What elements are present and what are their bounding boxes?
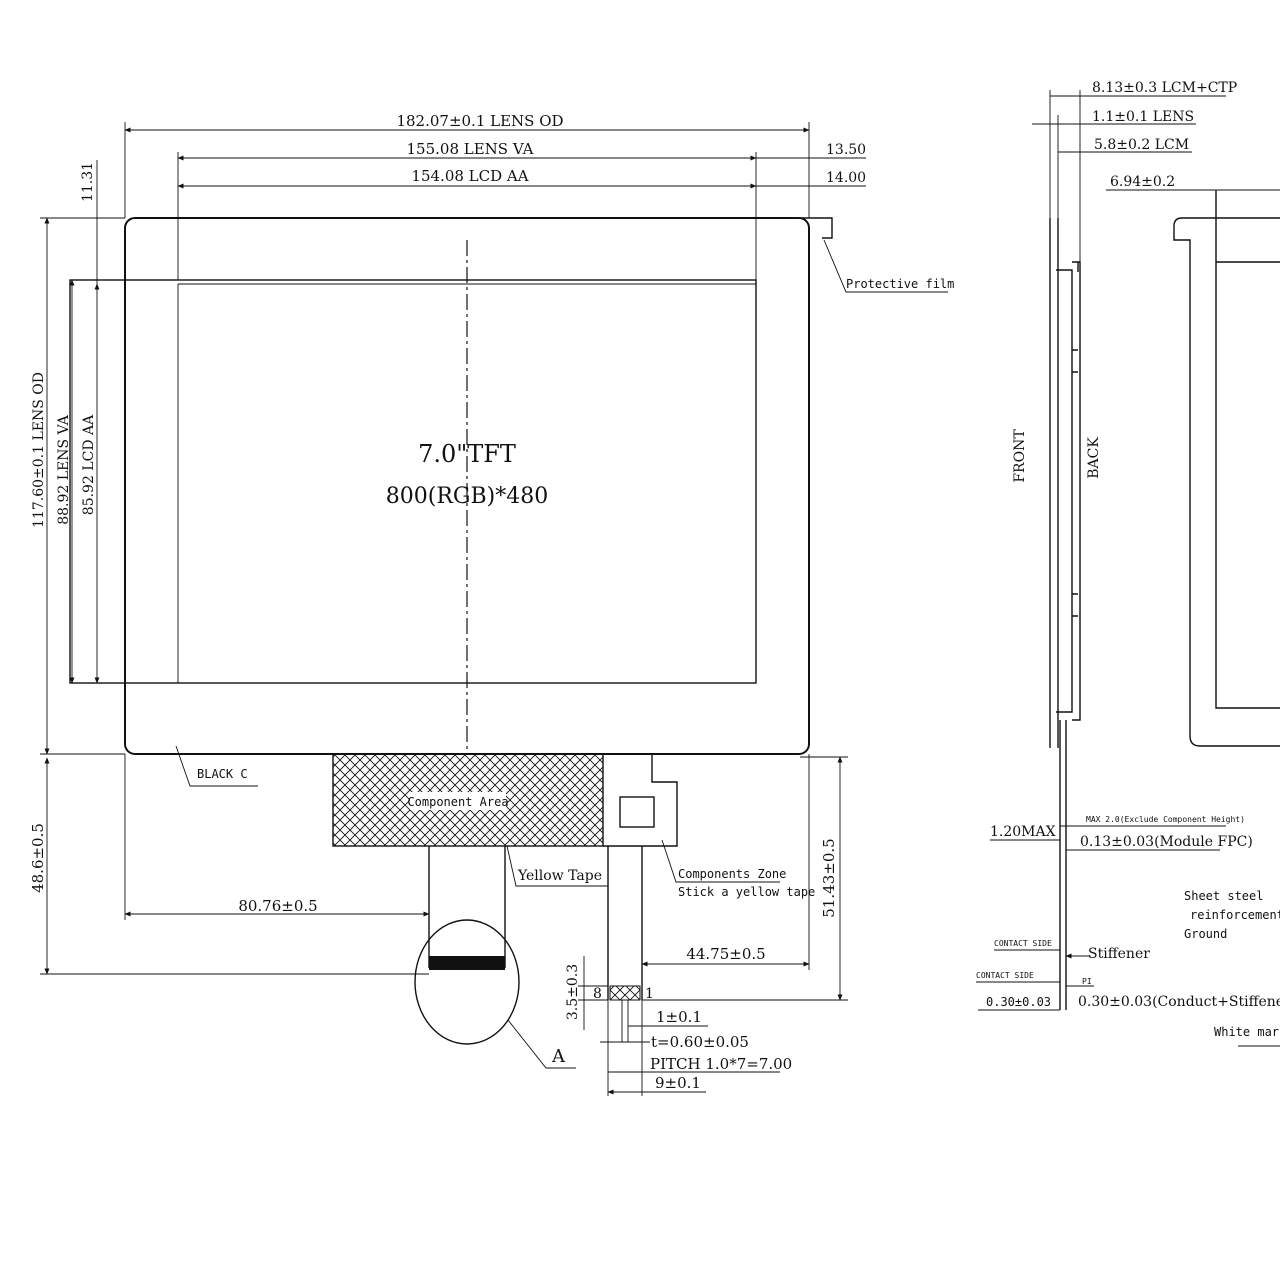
back-label: BACK (1086, 437, 1102, 479)
top-gap-label: 11.31 (80, 162, 96, 202)
detail-a-label: A (551, 1046, 566, 1067)
yellow-tape-label: Yellow Tape (517, 868, 602, 884)
pin-8-label: 8 (593, 986, 602, 1002)
black-c-label: BLACK C (197, 767, 248, 781)
thickness-right-label: 0.30±0.03(Conduct+Stiffener) (1078, 994, 1280, 1010)
fpc-length-left-label: 48.6±0.5 (29, 823, 47, 893)
pin-1-label: 1 (645, 986, 654, 1002)
front-label: FRONT (1012, 429, 1028, 483)
panel-title: 7.0"TFT (418, 440, 516, 468)
lens-od-height-label: 117.60±0.1 LENS OD (31, 372, 47, 528)
lens-va-height-label: 88.92 LENS VA (56, 414, 72, 524)
pi-label: PI (1082, 977, 1092, 986)
max-component-label: MAX 2.0(Exclude Component Height) (1086, 815, 1245, 824)
fpc-contacts (609, 985, 641, 1001)
right-gap-aa-label: 14.00 (826, 170, 866, 186)
frame-depth-label: 6.94±0.2 (1110, 174, 1175, 190)
lcm-thickness-label: 5.8±0.2 LCM (1094, 137, 1189, 153)
contact-side-label-2: CONTACT SIDE (976, 971, 1034, 980)
sheet-steel-line2: reinforcement (1190, 908, 1280, 922)
contact-length-label: 3.5±0.3 (565, 964, 581, 1020)
panel-resolution: 800(RGB)*480 (386, 484, 548, 509)
right-gap-va-label: 13.50 (826, 142, 866, 158)
front-view: 182.07±0.1 LENS OD 155.08 LENS VA 154.08… (29, 112, 954, 1096)
lcd-aa-width-label: 154.08 LCD AA (411, 167, 528, 185)
lcd-aa-height-label: 85.92 LCD AA (81, 414, 97, 515)
lcm-ctp-label: 8.13±0.3 LCM+CTP (1092, 80, 1237, 96)
stiffener-label: Stiffener (1088, 946, 1150, 962)
fpc-width-label: 9±0.1 (655, 1074, 701, 1092)
protective-film-tab (800, 217, 833, 239)
side-view: 8.13±0.3 LCM+CTP 1.1±0.1 LENS 5.8±0.2 LC… (976, 80, 1280, 1047)
detail-a-circle (414, 919, 520, 1045)
sheet-steel-line1: Sheet steel (1184, 889, 1263, 903)
fpc-min-label: 1.20MAX (990, 824, 1056, 840)
side-profile (1049, 218, 1073, 748)
fpc-length-right-label: 51.43±0.5 (820, 838, 838, 917)
fpc-offset-x-label: 80.76±0.5 (238, 897, 317, 915)
module-fpc-label: 0.13±0.03(Module FPC) (1080, 834, 1253, 850)
white-mark-label: White mark (1214, 1025, 1280, 1039)
components-zone-box (619, 796, 655, 828)
contact-side-label-1: CONTACT SIDE (994, 939, 1052, 948)
component-area-label: Component Area (407, 795, 508, 809)
lens-va-width-label: 155.08 LENS VA (407, 140, 534, 158)
protective-film-label: Protective film (846, 277, 954, 291)
fpc-offset-right-label: 44.75±0.5 (686, 945, 765, 963)
fpc-tail (428, 846, 506, 968)
pin-width-label: 1±0.1 (656, 1008, 702, 1026)
components-zone-label: Components Zone (678, 867, 786, 881)
lcd-active-area (69, 279, 757, 684)
lens-thickness-label: 1.1±0.1 LENS (1092, 109, 1194, 125)
sheet-steel-line3: Ground (1184, 927, 1227, 941)
lens-od-width-label: 182.07±0.1 LENS OD (396, 112, 563, 130)
pitch-label: PITCH 1.0*7=7.00 (650, 1055, 792, 1073)
frame-profile (1173, 217, 1280, 747)
thickness-left-label: 0.30±0.03 (986, 995, 1051, 1009)
fpc-thickness-label: t=0.60±0.05 (651, 1033, 749, 1051)
stick-yellow-tape-label: Stick a yellow tape (678, 885, 815, 899)
